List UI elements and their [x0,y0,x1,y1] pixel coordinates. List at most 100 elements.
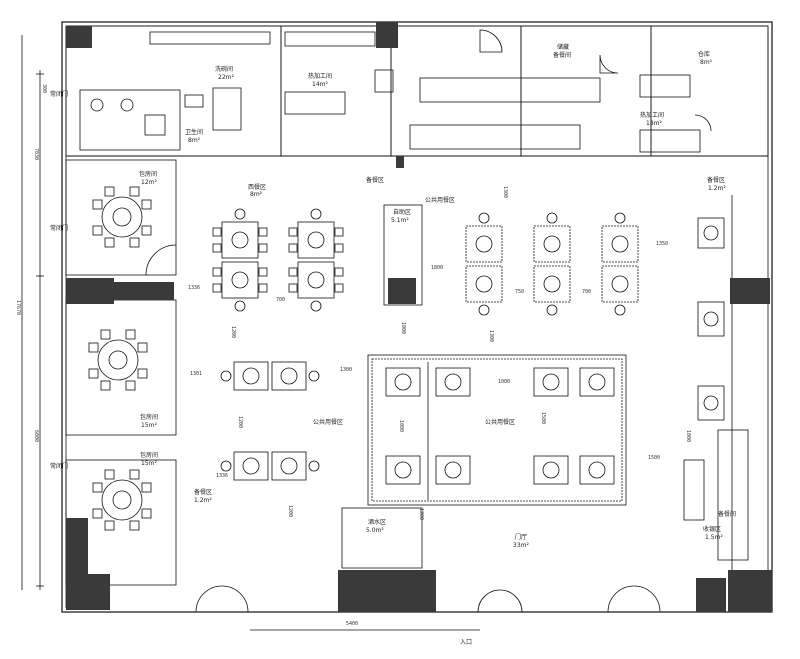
room-label: 仓库 [698,51,711,58]
room-area: 14m² [312,81,328,88]
room-label: 洗碗间 [215,66,234,73]
dimension: 700 [276,297,286,303]
table-block [601,212,639,316]
table-block [385,367,471,397]
room-label: 包房间 [139,171,158,178]
room-area: 8m² [700,59,713,66]
private-room [65,299,177,436]
counter [374,69,394,93]
kitchen-block [280,25,392,157]
column [66,278,114,304]
toilet-room [79,89,181,151]
dimension: 1300 [488,330,494,343]
room-area: 12m² [141,179,157,186]
column [376,22,398,48]
entrance-door [607,585,635,613]
counter [639,74,691,98]
dimension: 17670 [15,300,21,316]
zone-label: 公共用餐区 [425,197,456,204]
dimension: 1336 [216,473,229,479]
room-area: 18m² [646,120,662,127]
room-label: 热加工间 [308,73,333,80]
dimension: 1200 [287,505,293,518]
dining-zone [367,354,627,506]
table-block [220,361,320,391]
zone-label: 公共用餐区 [485,419,516,426]
zone-label: 门厅 [515,534,528,541]
column [730,278,770,304]
counter [149,31,271,45]
door-swing [599,54,619,74]
booth-table [697,301,725,337]
table-block [288,208,344,312]
room-area: 8m² [188,137,201,144]
private-room [65,159,177,276]
zone-label: 酒水区 [368,519,387,526]
dimension: 300 [41,84,47,94]
room-area: 1.2m² [708,185,726,192]
column [696,578,726,612]
door-swing [479,29,503,53]
room-area: 1.2m² [194,497,212,504]
round-table-set [92,186,152,248]
column [66,518,88,610]
counter [419,77,601,103]
entrance-door [633,585,661,613]
zone-label: 自助区 [393,209,412,216]
room-label: 西餐区 [248,184,267,191]
dimension: 1300 [502,186,508,199]
buffet-counter [383,204,423,306]
booth-table [697,217,725,249]
door-swing [145,244,177,276]
dimension: 1200 [237,416,243,429]
room-label: 备餐区 [707,177,726,184]
dimension: 1500 [648,455,661,461]
kitchen-block [520,25,652,157]
dimension: 700 [582,289,592,295]
room-area: 22m² [218,74,234,81]
room-label: 包房间 [140,414,159,421]
dimension: 1301 [190,371,203,377]
table-block [533,455,615,485]
table-block [385,455,471,485]
entrance-door [477,589,501,613]
column [66,26,92,48]
door-label: 常闭门 [50,91,69,98]
room-label: 储藏 [557,44,570,51]
dimension: 1800 [431,265,444,271]
zone-area: 33m² [513,542,529,549]
dimension: 6000 [33,430,39,443]
room-area: 1.5m² [705,534,723,541]
counter [212,87,242,131]
dimension: 1200 [418,508,424,521]
dimension: 1000 [398,420,404,433]
entrance-door [221,585,249,613]
column [388,278,416,304]
dimension: 1000 [498,379,511,385]
zone-area: 5.1m² [391,217,409,224]
room-area: 15m² [141,422,157,429]
dimension: 1000 [685,430,691,443]
table-block [533,367,615,397]
drink-counter [341,507,423,569]
toilet-stall [144,114,166,136]
column [396,156,404,168]
dimension: 1336 [188,285,201,291]
cashier-counter [683,459,705,521]
counter [284,91,346,115]
outer-wall [61,21,773,613]
kitchen-block [65,25,282,157]
door-label: 常闭门 [50,225,69,232]
room-area: 15m² [141,460,157,467]
table-block [212,208,268,312]
door-swing [694,114,712,132]
counter [409,124,581,150]
table-block [220,451,320,481]
zone-label: 公共用餐区 [313,419,344,426]
booth-table [697,385,725,421]
room-label: 热加工间 [640,112,665,119]
table-block [465,212,503,316]
dimension: 1500 [540,412,546,425]
dimension: 750 [515,289,525,295]
dining-zone-inner [371,358,623,502]
